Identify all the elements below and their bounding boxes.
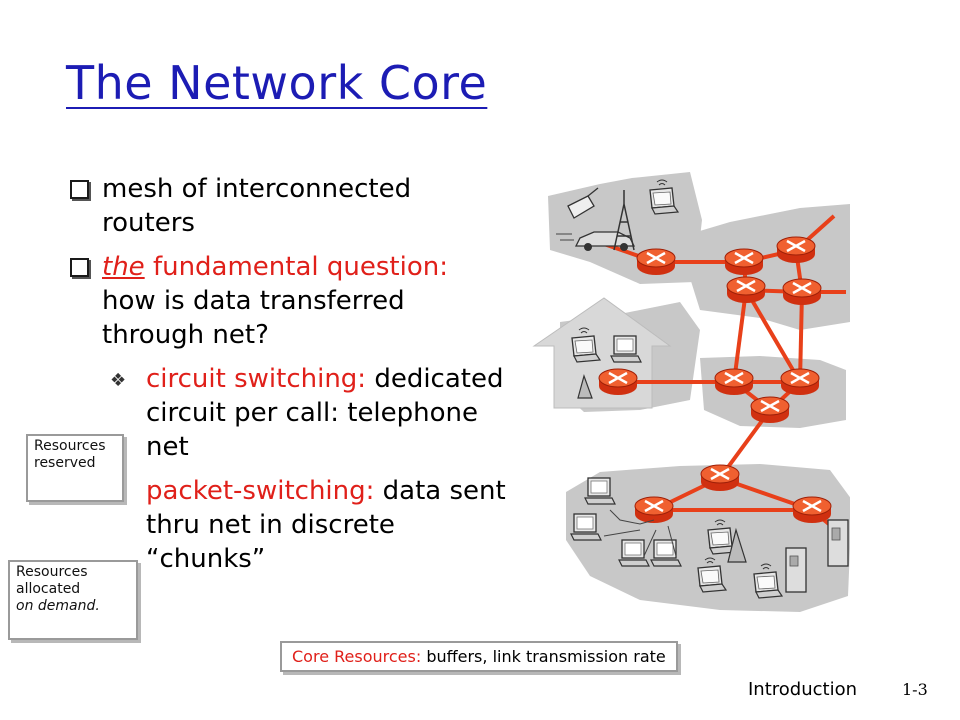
antenna-icon	[613, 190, 635, 251]
packet-switching-label: packet-switching:	[146, 476, 375, 506]
router-icon	[635, 247, 677, 277]
diamond-bullet-icon: ❖	[110, 370, 127, 391]
note-on-demand-line1: Resources allocated	[16, 564, 88, 597]
router-icon	[781, 277, 823, 307]
slide-title: The Network Core	[66, 56, 488, 110]
ethernet-wires	[603, 509, 677, 557]
antenna-icon	[727, 527, 747, 563]
router-icon	[713, 367, 755, 397]
cellphone-icon	[567, 187, 599, 219]
pc-icon	[584, 477, 616, 505]
square-bullet-icon	[70, 180, 89, 199]
enterprise-cloud	[566, 464, 850, 612]
router-icon	[723, 247, 765, 277]
emphasis-the: the	[102, 252, 145, 282]
router-icon	[597, 367, 639, 397]
page-number: 1-3	[902, 680, 928, 699]
network-core-diagram	[532, 172, 850, 612]
question-text: how is data transferred through net?	[102, 286, 405, 350]
note-resources-reserved: Resources reserved	[26, 434, 124, 502]
packet-switching-text: data sent thru net in discrete “chunks”	[146, 476, 506, 574]
bullet-list: mesh of interconnected routers the funda…	[66, 172, 506, 586]
bullet-mesh: mesh of interconnected routers	[66, 172, 506, 240]
core-resources-box: Core Resources: buffers, link transmissi…	[280, 641, 678, 672]
fundamental-question-label: fundamental question:	[152, 252, 448, 282]
footer-section: Introduction	[748, 679, 858, 700]
circuit-switching-text: dedicated circuit per call: telephone ne…	[146, 364, 504, 462]
router-icon	[633, 495, 675, 525]
router-icon	[791, 495, 833, 525]
note-on-demand-line2: on demand.	[16, 598, 100, 614]
note-resources-on-demand: Resources allocated on demand.	[8, 560, 138, 640]
server-icon	[785, 547, 807, 593]
router-icon	[725, 275, 767, 305]
circuit-switching-label: circuit switching:	[146, 364, 367, 394]
router-icon	[699, 463, 741, 493]
sub-bullet-packet: ❖ packet-switching: data sent thru net i…	[110, 474, 506, 576]
router-icon	[775, 235, 817, 265]
wireless-subnet-cloud	[548, 172, 702, 284]
core-resources-label: Core Resources:	[292, 647, 422, 666]
router-icon	[779, 367, 821, 397]
server-icon	[827, 519, 849, 567]
pc-icon	[650, 539, 682, 567]
square-bullet-icon	[70, 258, 89, 277]
antenna-icon	[577, 374, 593, 399]
bullet-mesh-text: mesh of interconnected routers	[102, 174, 412, 238]
core-resources-text: buffers, link transmission rate	[426, 647, 666, 666]
pc-icon	[570, 513, 602, 541]
pc-icon	[618, 539, 650, 567]
pc-icon	[610, 335, 642, 363]
bullet-question: the fundamental question: how is data tr…	[66, 250, 506, 352]
sub-bullet-circuit: ❖ circuit switching: dedicated circuit p…	[110, 362, 506, 464]
router-icon	[749, 395, 791, 425]
